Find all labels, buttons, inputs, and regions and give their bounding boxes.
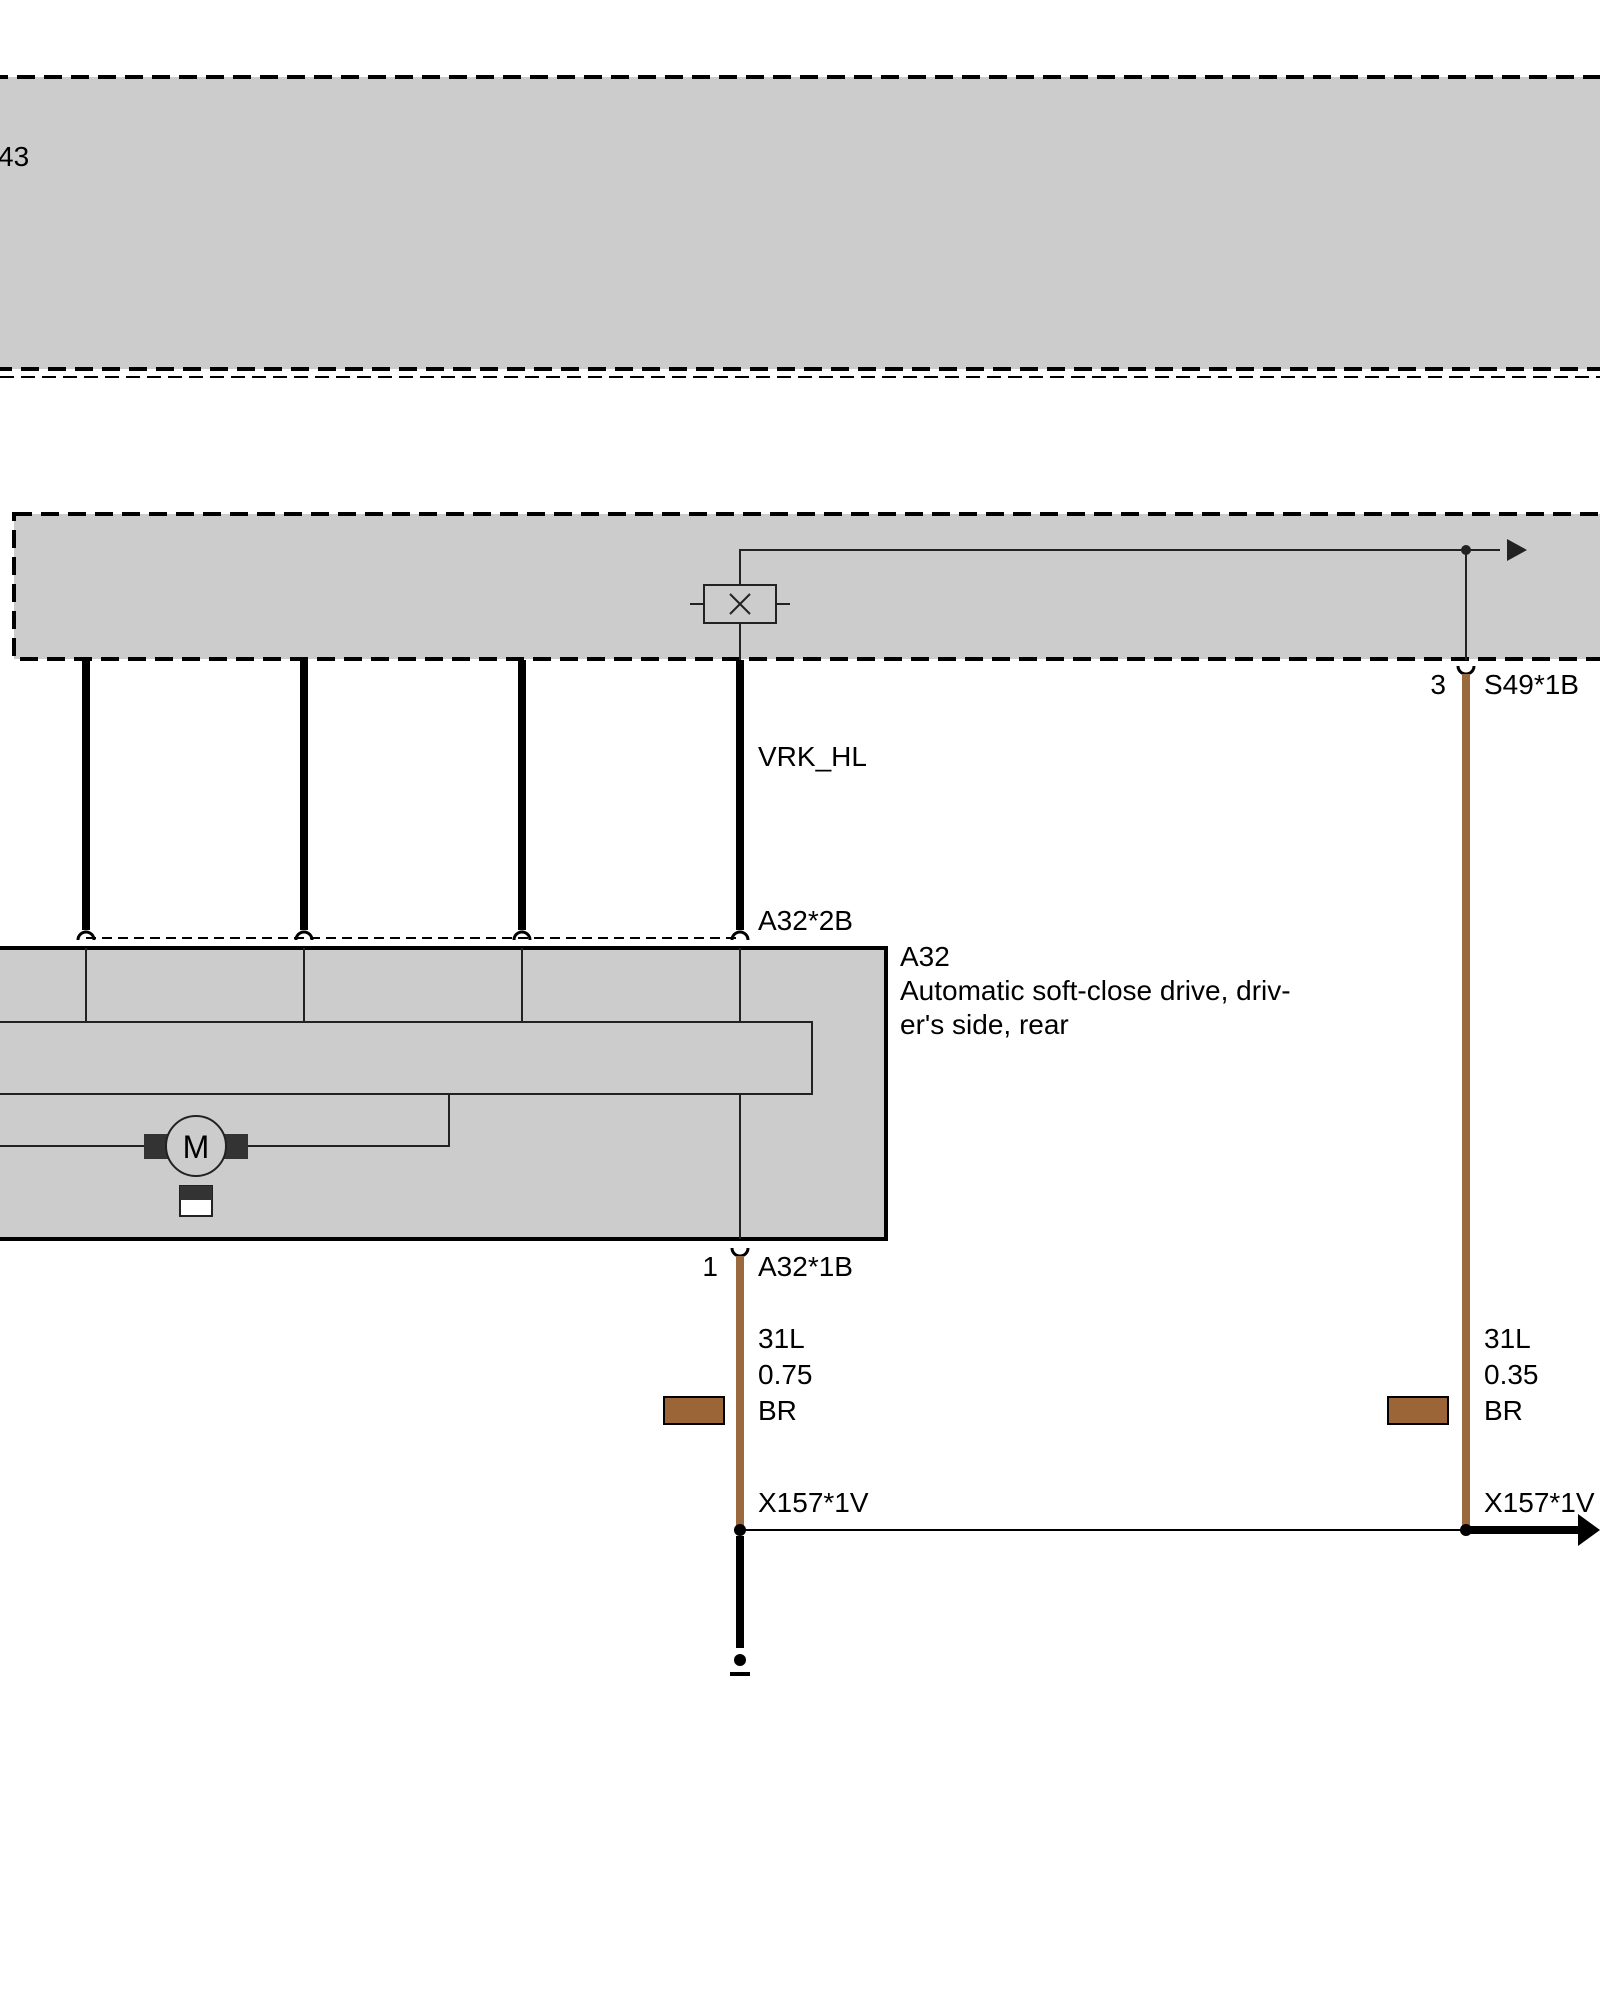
wire-left-size: 0.75: [758, 1359, 813, 1390]
top-module-box: [0, 75, 1600, 371]
connector-a32-2b: A32*2B: [76, 905, 853, 941]
a32-control-unit: [0, 1021, 813, 1095]
motor-letter: M: [183, 1129, 210, 1165]
connector-a32-1b-pin: 1: [702, 1251, 718, 1282]
wire-left-spec: 31L 0.75 BR: [663, 1323, 813, 1426]
connector-s49: 3 S49*1B: [1430, 665, 1579, 700]
fuse-box-frame: [12, 512, 1600, 661]
component-description-1: Automatic soft-close drive, driv-: [900, 975, 1291, 1006]
motor-icon: M: [144, 1115, 248, 1217]
splice-right-label: X157*1V: [1484, 1487, 1595, 1518]
wire-right-color-swatch: [1387, 1396, 1449, 1425]
top-module: 43: [0, 75, 1600, 378]
bus-arrow-icon: [1507, 539, 1527, 561]
signal-label-vrk-hl: VRK_HL: [758, 741, 867, 772]
connector-s49-pin: 3: [1430, 669, 1446, 700]
wire-left-color-swatch: [663, 1396, 725, 1425]
connector-a32-1b-label: A32*1B: [758, 1251, 853, 1282]
connector-s49-label: S49*1B: [1484, 669, 1579, 700]
splice-left-label: X157*1V: [758, 1487, 869, 1518]
splice-x157: X157*1V X157*1V: [734, 1487, 1600, 1546]
wire-right-size: 0.35: [1484, 1359, 1539, 1390]
wire-right-color: BR: [1484, 1395, 1523, 1426]
splice-left-dot: [734, 1524, 746, 1536]
ground-icon: [730, 1536, 750, 1676]
top-module-label: 43: [0, 141, 29, 172]
component-id: A32: [900, 941, 950, 972]
wire-left-circuit: 31L: [758, 1323, 805, 1354]
continuation-arrow-icon: [1578, 1514, 1600, 1546]
connector-a32-2b-label: A32*2B: [758, 905, 853, 936]
fuse-box: [12, 512, 1600, 661]
wire-left-color: BR: [758, 1395, 797, 1426]
connector-a32-1b: 1 A32*1B: [702, 1247, 853, 1282]
wire-right-circuit: 31L: [1484, 1323, 1531, 1354]
component-a32: M: [0, 946, 888, 1241]
fuse-bus-line: [739, 549, 1500, 585]
thick-wires: [82, 660, 744, 930]
wire-right-spec: 31L 0.35 BR: [1387, 1323, 1539, 1426]
fuse-icon: [690, 584, 790, 624]
component-description-2: er's side, rear: [900, 1009, 1069, 1040]
